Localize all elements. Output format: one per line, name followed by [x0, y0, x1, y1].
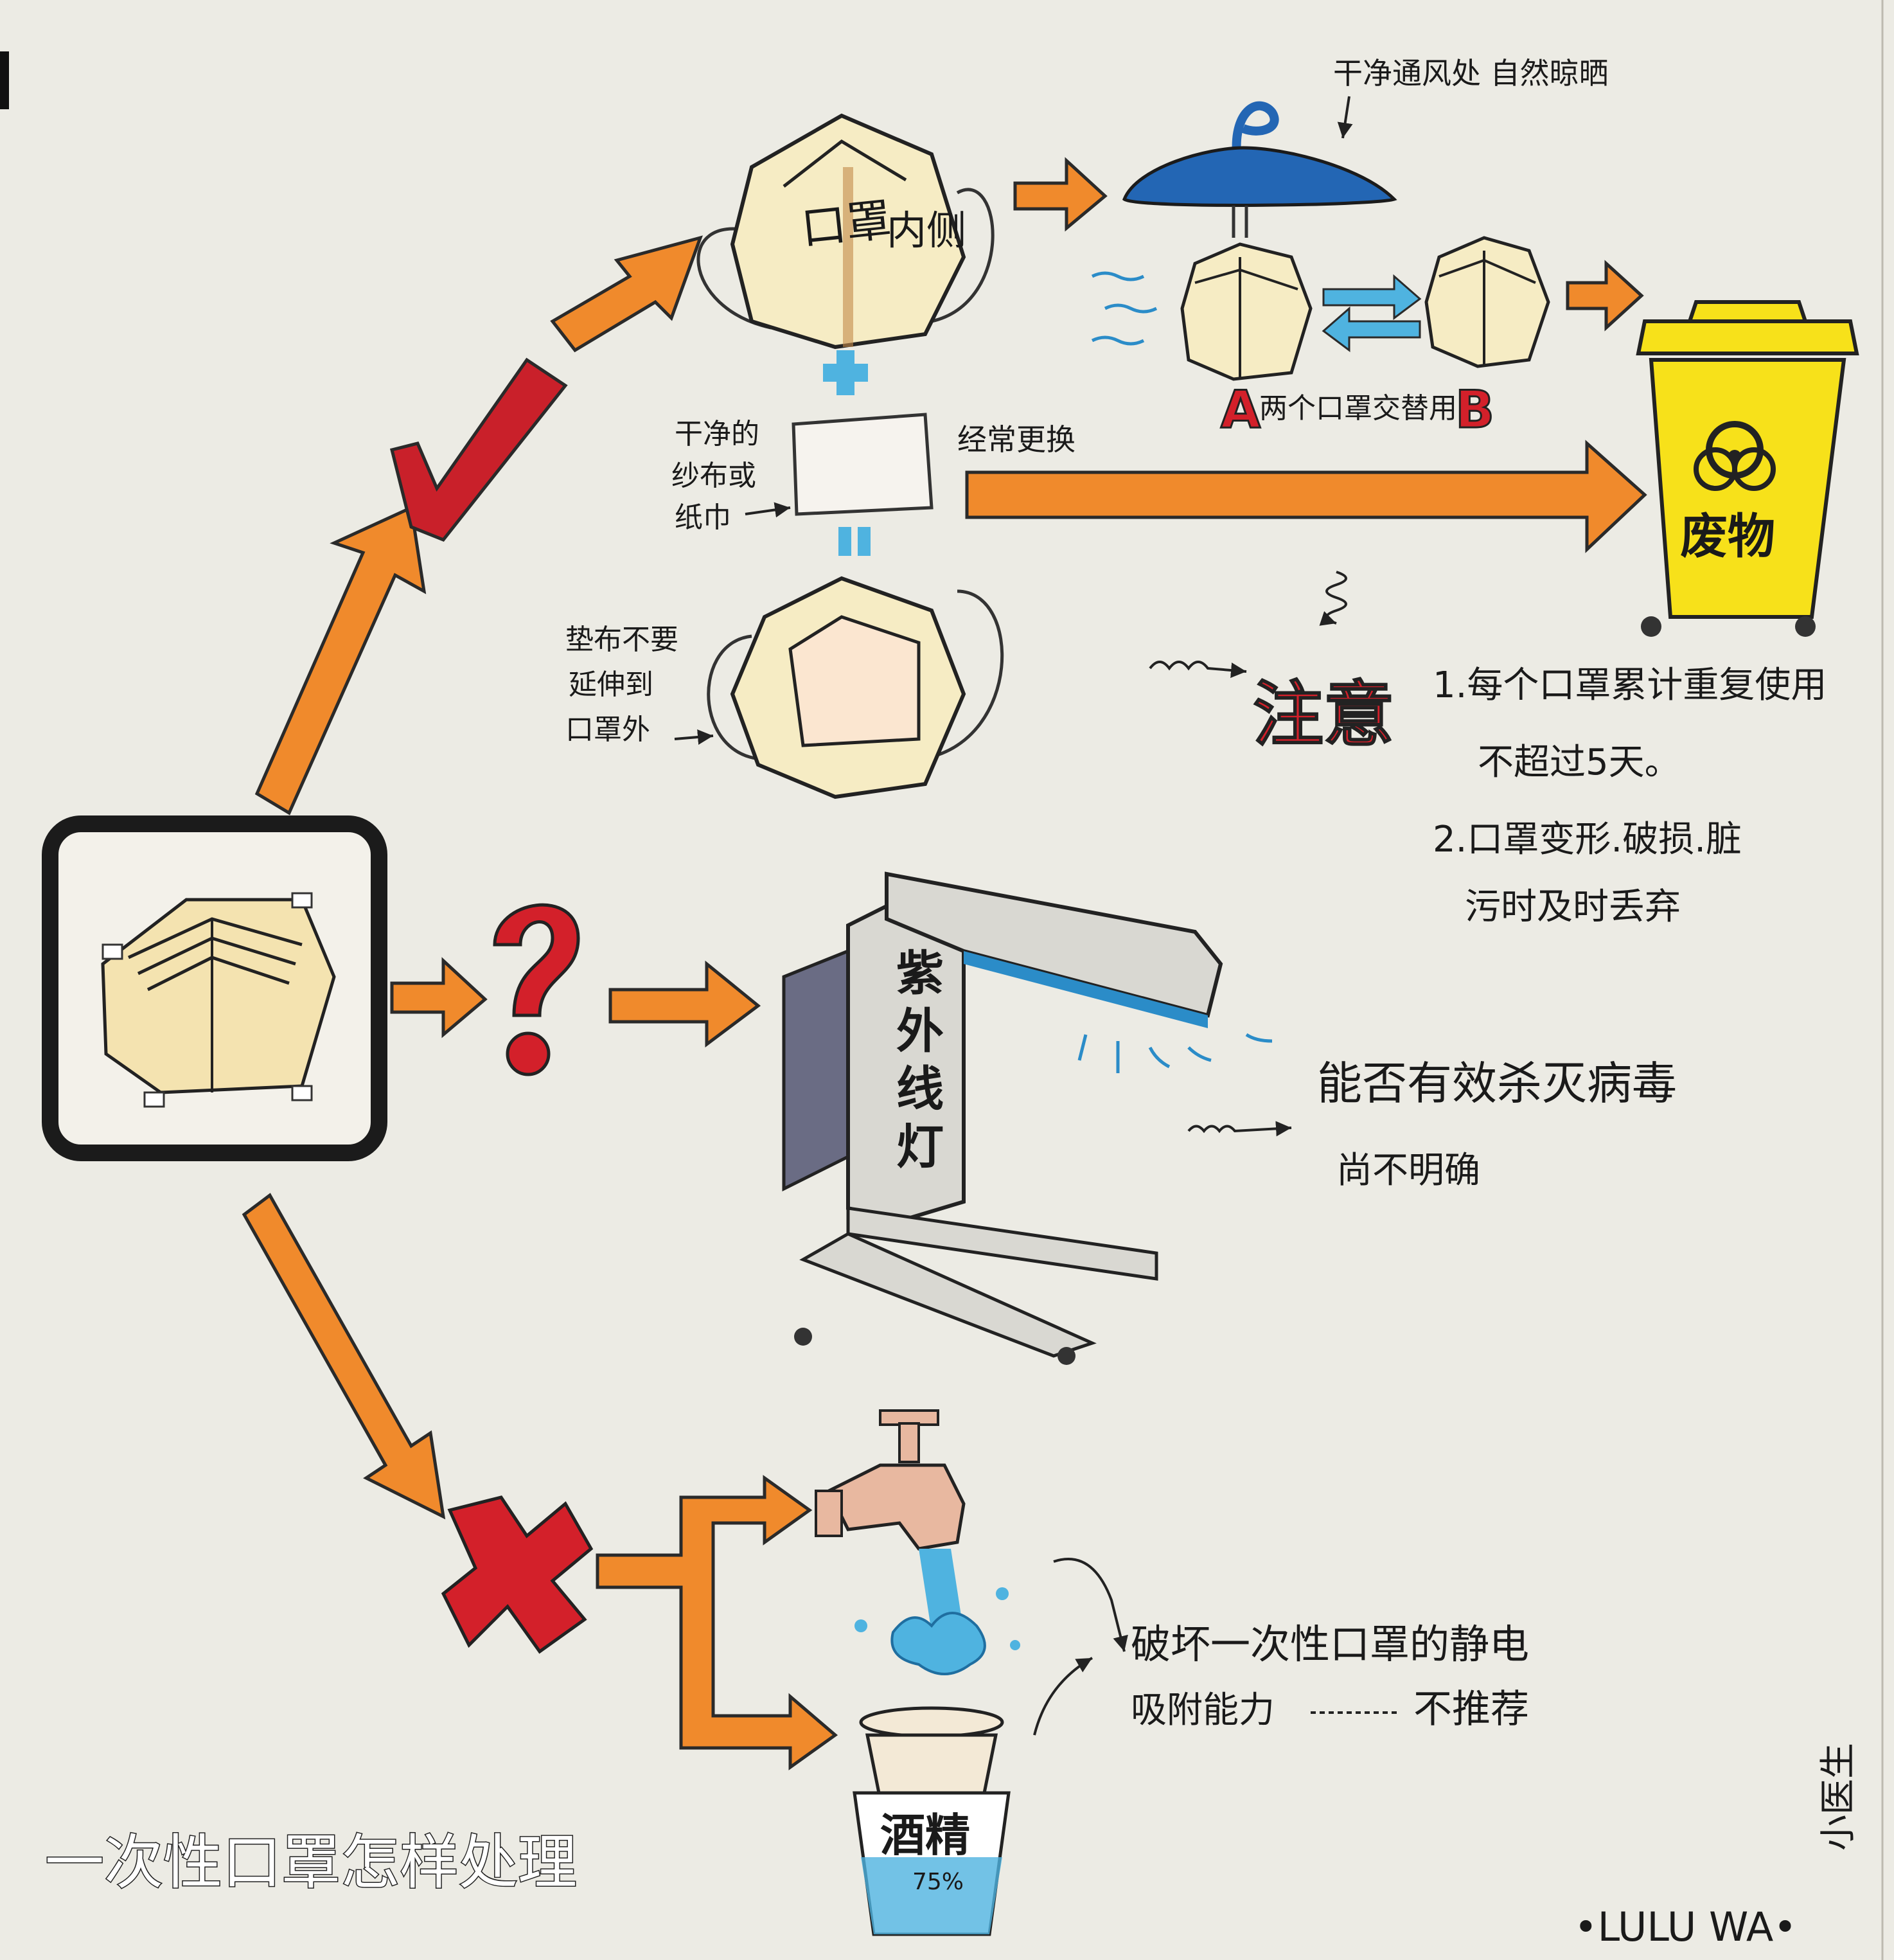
- check-icon: [389, 357, 568, 542]
- source-mask-frame: [42, 815, 387, 1161]
- faucet-icon: [815, 1409, 966, 1551]
- biohazard-icon: [1694, 421, 1776, 491]
- swap-note: 两个口罩交替用: [1259, 392, 1457, 425]
- attention-item-4: 污时及时丢弃: [1465, 886, 1681, 928]
- attention-title: 注意: [1253, 673, 1394, 756]
- uv-note-2: 尚不明确: [1336, 1150, 1480, 1191]
- damage-pointer-bottom: [1033, 1657, 1093, 1736]
- mask-inside-label-1: 口罩: [799, 193, 894, 255]
- cross-icon: [441, 1495, 594, 1654]
- uv-lamp-label-4: 灯: [896, 1119, 944, 1175]
- arrow-split-fork: [596, 1475, 838, 1770]
- attention-item-2: 不超过5天。: [1478, 742, 1681, 783]
- pad-note-1: 干净的: [675, 418, 759, 450]
- mask-inside-icon: 口罩 内侧: [696, 113, 995, 350]
- alcohol-label: 酒精: [880, 1809, 970, 1862]
- attention-item-1: 1.每个口罩累计重复使用: [1433, 664, 1827, 706]
- not-recommended: 不推荐: [1413, 1687, 1529, 1732]
- pad-extend-note-1: 垫布不要: [565, 623, 678, 656]
- plus-icon: [823, 350, 868, 395]
- pad-note-3: 纸巾: [675, 501, 731, 534]
- uv-rays: [1077, 1033, 1273, 1073]
- mask-a-icon: [1180, 242, 1313, 381]
- arrow-replace-to-bin: [965, 440, 1647, 553]
- uv-lamp-label-3: 线: [896, 1062, 944, 1117]
- arrow-up-to-check: [254, 505, 427, 815]
- breeze-lines: [1091, 271, 1158, 346]
- squiggle-down: [1319, 571, 1347, 626]
- damage-pointer-top: [1053, 1558, 1128, 1652]
- mask-with-pad-icon: [707, 576, 1004, 799]
- source-mask-icon: [101, 892, 336, 1108]
- mask-b-icon: [1424, 236, 1550, 368]
- replace-note: 经常更换: [957, 422, 1075, 457]
- dry-note: 干净通风处 自然晾晒: [1333, 56, 1609, 91]
- mask-inside-label-2: 内侧: [887, 207, 966, 254]
- water-splash: [854, 1549, 1020, 1675]
- alcohol-cup-icon: 酒精 75%: [853, 1706, 1011, 1936]
- arrow-to-mask-inside: [550, 235, 703, 353]
- damage-note: 破坏一次性口罩的静电: [1131, 1621, 1529, 1668]
- damage-note-2: 吸附能力: [1131, 1689, 1275, 1731]
- waste-bin-icon: 废物: [1636, 300, 1859, 637]
- corner-mark: [0, 51, 9, 109]
- arrow-to-hanger: [1013, 157, 1108, 232]
- question-icon: [493, 903, 580, 1076]
- uv-note-pointer: [1187, 1121, 1292, 1137]
- squiggle-right: [1149, 661, 1247, 678]
- hanger-icon: [1122, 101, 1397, 238]
- arrow-down-to-cross: [242, 1193, 446, 1520]
- dry-pointer: [1337, 96, 1353, 139]
- pad-extend-note-3: 口罩外: [565, 713, 650, 746]
- swap-arrows: [1322, 274, 1422, 352]
- label-b: B: [1455, 380, 1494, 440]
- arrow-to-uv-lamp: [608, 960, 761, 1047]
- waste-label: 废物: [1680, 509, 1775, 564]
- uv-note: 能否有效杀灭病毒: [1317, 1057, 1677, 1110]
- attention-item-3: 2.口罩变形.破损.脏: [1433, 819, 1742, 860]
- uv-lamp-label-2: 外: [896, 1004, 944, 1059]
- pad-note-2: 纱布或: [671, 459, 756, 492]
- gauze-pad-icon: [792, 413, 934, 516]
- alcohol-percent: 75%: [912, 1869, 964, 1895]
- arrow-to-bin-top: [1566, 260, 1644, 332]
- pad-extend-note-2: 延伸到: [569, 668, 653, 701]
- pad-extend-pointer: [674, 729, 714, 745]
- label-a: A: [1221, 380, 1261, 440]
- uv-lamp-icon: 紫 外 线 灯: [782, 871, 1223, 1365]
- page-title: 一次性口罩怎样处理: [45, 1828, 577, 1897]
- signature-side: 小医生: [1818, 1743, 1859, 1851]
- uv-lamp-label-1: 紫: [896, 946, 944, 1001]
- arrow-to-question: [390, 957, 488, 1038]
- pad-pointer: [745, 502, 791, 518]
- signature: •LULU WA•: [1574, 1903, 1797, 1950]
- equals-icon: [838, 527, 871, 556]
